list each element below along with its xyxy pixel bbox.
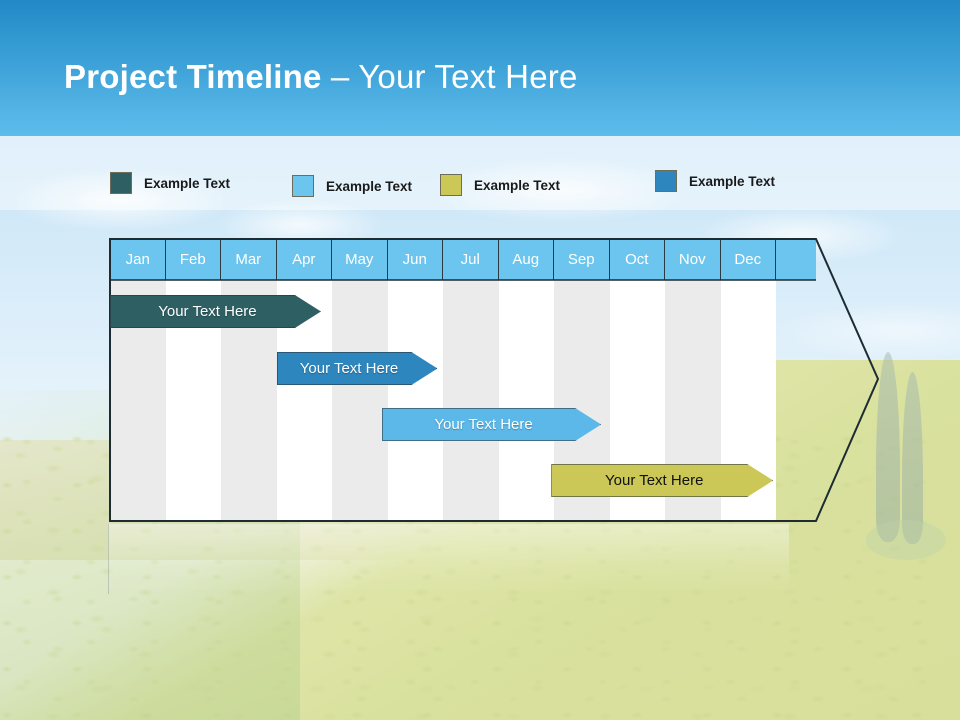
month-header-arrow-tail [776,238,816,280]
month-header-aug[interactable]: Aug [498,238,554,280]
page-title-strong: Project Timeline [64,58,322,95]
legend-item-2[interactable]: Example Text [292,175,412,199]
month-header-may[interactable]: May [332,238,388,280]
legend: Example Text Example Text Example Text E… [110,170,870,199]
month-header-sep[interactable]: Sep [554,238,610,280]
chart-column-aug [498,280,554,522]
month-header-jun[interactable]: Jun [387,238,443,280]
page-title: Project Timeline – Your Text Here [64,58,578,96]
legend-label: Example Text [144,175,231,191]
legend-swatch-icon [110,172,132,194]
cypress-tree-icon [876,352,900,542]
month-header-mar[interactable]: Mar [221,238,277,280]
task-bar-label: Your Text Here [434,416,533,433]
task-bar-2[interactable]: Your Text Here [276,352,438,385]
task-bar-label: Your Text Here [605,472,704,489]
legend-swatch-icon [440,174,462,196]
month-header-apr[interactable]: Apr [276,238,332,280]
legend-band [0,136,960,210]
chart-arrow-outline [109,238,880,522]
task-bar-4[interactable]: Your Text Here [551,464,774,497]
month-header-jul[interactable]: Jul [443,238,499,280]
legend-swatch-icon [655,170,677,192]
task-bar-label: Your Text Here [158,303,257,320]
page-title-separator: – [321,58,359,95]
cypress-tree-icon [902,372,923,544]
month-header-oct[interactable]: Oct [609,238,665,280]
task-bar-label: Your Text Here [299,360,399,377]
legend-label: Example Text [474,177,561,193]
legend-swatch-icon [292,175,314,197]
chart-column-may [332,280,388,522]
legend-item-1[interactable]: Example Text [110,172,230,196]
chart-reflection [108,524,789,594]
month-header-nov[interactable]: Nov [665,238,721,280]
background-shrub [866,520,946,560]
month-header-dec[interactable]: Dec [720,238,776,280]
task-bar-3[interactable]: Your Text Here [381,408,602,441]
legend-label: Example Text [326,178,413,194]
legend-item-4[interactable]: Example Text [655,170,775,194]
page-title-light: Your Text Here [358,58,578,95]
month-header-feb[interactable]: Feb [165,238,221,280]
legend-label: Example Text [689,173,776,189]
legend-item-3[interactable]: Example Text [440,174,560,198]
header-band: Project Timeline – Your Text Here [0,0,960,136]
chart-column-jul [443,280,499,522]
month-header-jan[interactable]: Jan [110,238,166,280]
chart-column-jun [387,280,443,522]
task-bar-1[interactable]: Your Text Here [110,295,321,328]
